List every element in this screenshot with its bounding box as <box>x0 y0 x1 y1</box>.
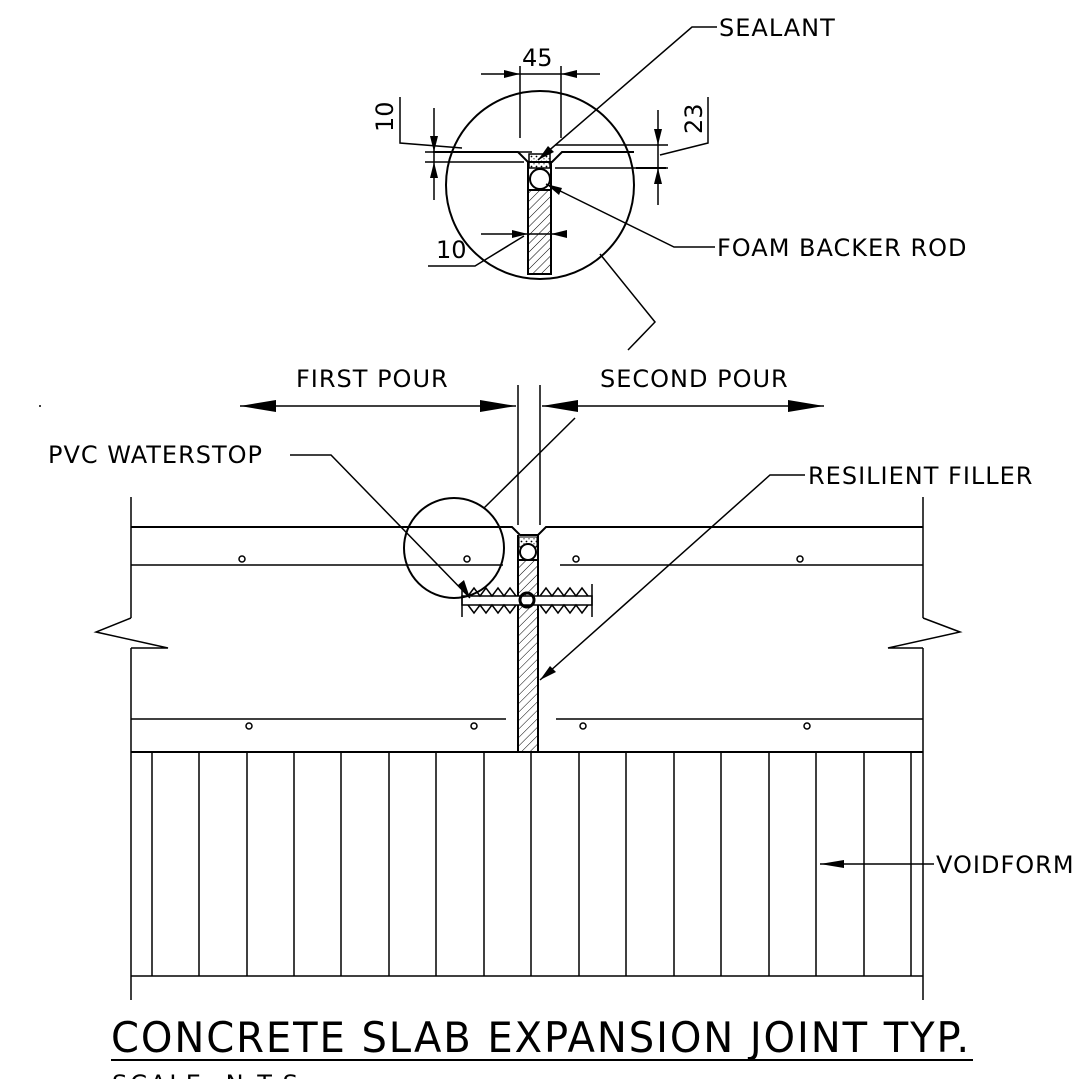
pvc-waterstop-leader <box>290 454 471 599</box>
right-break-symbol <box>887 617 963 649</box>
detail-sealant <box>528 153 551 169</box>
drawing-title: CONCRETE SLAB EXPANSION JOINT TYP. <box>111 1013 971 1062</box>
dim-45-label: 45 <box>522 44 553 72</box>
slab-section: PVC WATERSTOP RESILIENT FILLER VOIDFORM <box>48 417 1075 1000</box>
dim-10-bottom-label: 10 <box>436 236 467 264</box>
voidform-label: VOIDFORM <box>936 851 1075 879</box>
pvc-waterstop <box>461 584 593 617</box>
foam-backer-rod-label: FOAM BACKER ROD <box>717 234 968 262</box>
pvc-waterstop-label: PVC WATERSTOP <box>48 441 263 469</box>
rebar-dots <box>238 555 811 730</box>
dim-10-top-label: 10 <box>371 101 399 132</box>
detail-callout-circle <box>403 497 505 599</box>
section-backer-rod <box>519 543 537 561</box>
resilient-filler-label: RESILIENT FILLER <box>808 462 1033 490</box>
detail-backer-rod <box>529 168 551 190</box>
pour-indicators: FIRST POUR SECOND POUR <box>39 365 824 525</box>
foam-backer-rod-leader <box>545 183 715 248</box>
detail-view: 45 10 23 10 SEALANT FOAM BACKER ROD <box>371 14 968 351</box>
detail-circle <box>445 90 635 280</box>
resilient-filler-leader <box>539 474 805 681</box>
sealant-label: SEALANT <box>719 14 836 42</box>
detail-filler <box>527 189 552 275</box>
dim-23-label: 23 <box>680 103 708 134</box>
first-pour-label: FIRST POUR <box>296 365 449 393</box>
voidform <box>131 752 923 977</box>
left-break-symbol <box>93 617 169 649</box>
title-block: CONCRETE SLAB EXPANSION JOINT TYP. SCALE… <box>111 1013 973 1079</box>
second-pour-label: SECOND POUR <box>600 365 789 393</box>
sealant-leader <box>537 26 717 161</box>
slab-top-surface <box>131 526 923 536</box>
resilient-filler-strip <box>517 559 539 753</box>
drawing-scale: SCALE: N.T.S. <box>112 1070 312 1079</box>
